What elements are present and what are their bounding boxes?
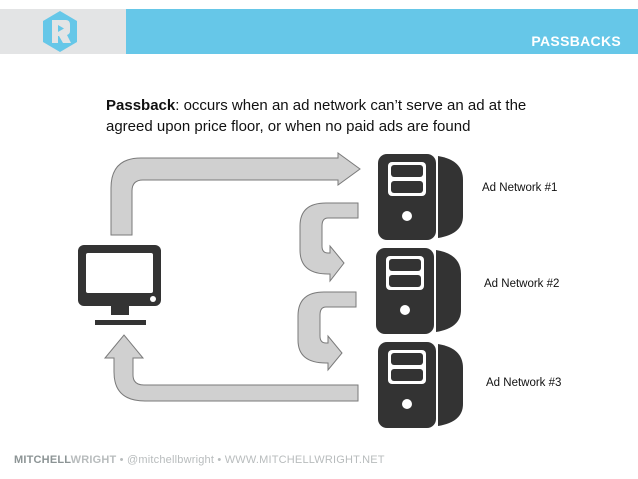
slide-title: PASSBACKS (531, 33, 621, 49)
monitor-icon (78, 245, 161, 325)
ad-network-1-label: Ad Network #1 (482, 182, 558, 194)
arrow-icon (297, 291, 357, 372)
footer-brand-part2: WRIGHT (70, 454, 117, 466)
arrow-icon (110, 152, 361, 236)
server-icon (378, 342, 463, 428)
footer-brand-part1: MITCHELL (14, 454, 71, 466)
ad-network-2-label: Ad Network #2 (484, 278, 560, 290)
definition-text: : occurs when an ad network can’t serve … (106, 97, 527, 135)
header-title-bar (126, 9, 638, 54)
hexagon-r-logo-icon (43, 11, 77, 52)
footer-separator: • (214, 454, 225, 466)
server-icon (378, 154, 463, 240)
footer-handle: @mitchellbwright (127, 454, 215, 466)
footer-credits: MITCHELLWRIGHT • @mitchellbwright • WWW.… (14, 454, 385, 466)
footer-separator: • (116, 454, 127, 466)
ad-network-3-label: Ad Network #3 (486, 377, 562, 389)
server-icon (376, 248, 461, 334)
arrow-icon (299, 202, 359, 283)
passback-definition: Passback: occurs when an ad network can’… (106, 95, 566, 137)
definition-term: Passback (106, 97, 176, 114)
arrow-icon (103, 334, 359, 402)
footer-website: WWW.MITCHELLWRIGHT.NET (224, 454, 385, 466)
